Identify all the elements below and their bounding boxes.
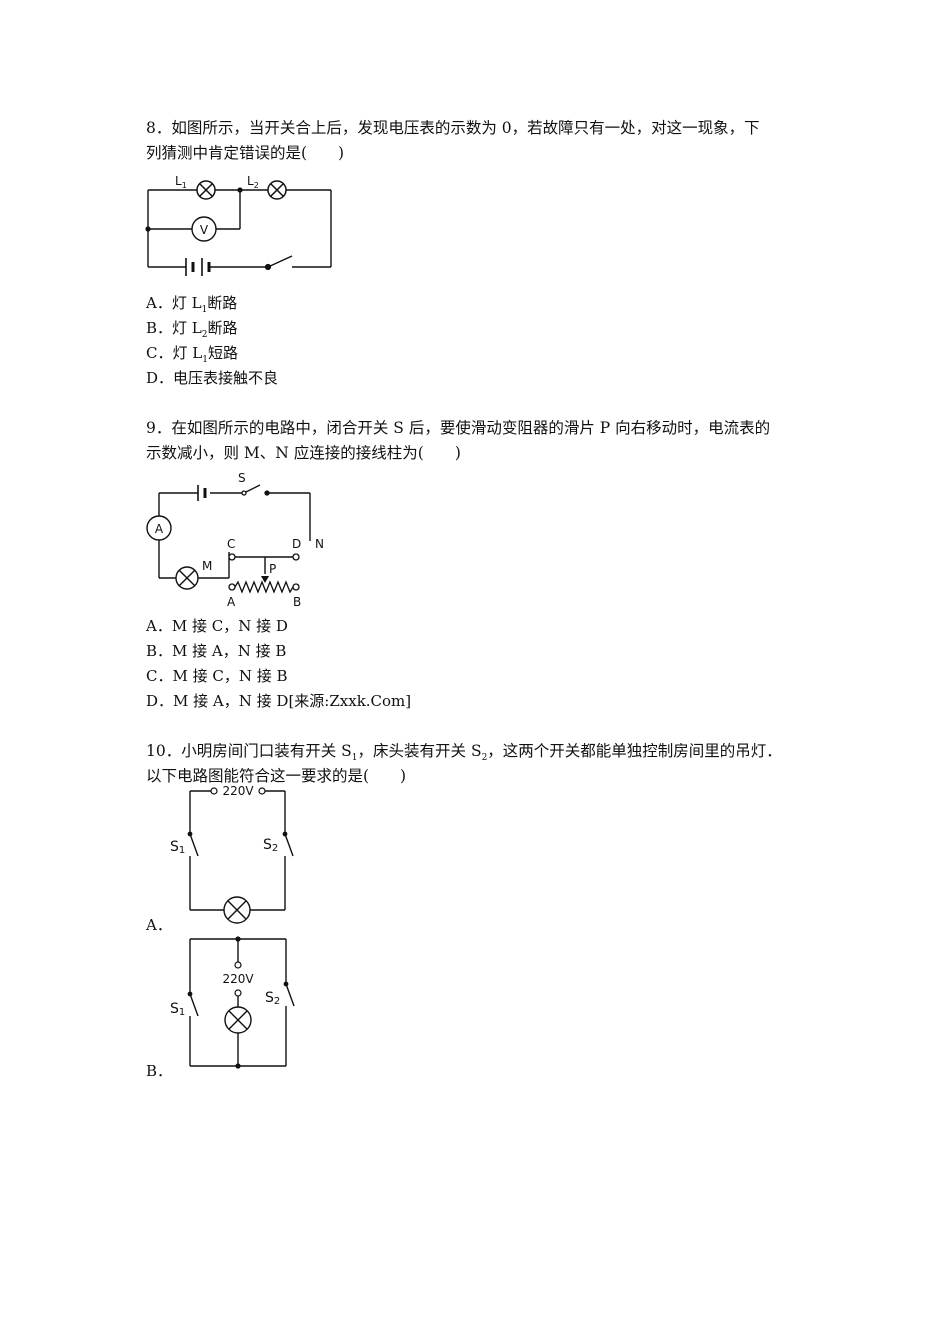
q10b-s2-label: S2 (265, 990, 280, 1007)
q8-l1-label: L1 (175, 174, 187, 190)
q10b-voltage-label: 220V (222, 972, 254, 986)
q10b-s1-label: S1 (170, 1001, 185, 1018)
q9-c-label: C (227, 537, 235, 551)
ammeter-icon: A (146, 515, 172, 541)
q10-stem-line1: 10．小明房间门口装有开关 S1，床头装有开关 S2，这两个开关都能单独控制房间… (146, 742, 782, 764)
lamp-icon (224, 1006, 252, 1034)
switch-s-icon (241, 484, 270, 496)
battery-icon (185, 258, 211, 276)
q9-p-label: P (269, 562, 276, 576)
q9-m-label: M (202, 559, 212, 573)
q9-option-b[interactable]: B．M 接 A，N 接 B (146, 642, 287, 660)
q8-stem-line1: 8．如图所示，当开关合上后，发现电压表的示数为 0，若故障只有一处，对这一现象，… (146, 119, 760, 137)
lamp-l1-icon (196, 180, 216, 200)
q9-stem-line2: 示数减小，则 M、N 应连接的接线柱为( ) (146, 444, 461, 462)
q10-stem-line2: 以下电路图能符合这一要求的是( ) (146, 767, 407, 785)
switch-icon (264, 255, 293, 271)
q8-stem-line2: 列猜测中肯定错误的是( ) (146, 144, 345, 162)
battery-icon (197, 485, 207, 501)
q8-option-c[interactable]: C．灯 L1短路 (146, 344, 238, 365)
q8-option-a[interactable]: A．灯 L1断路 (146, 294, 238, 315)
q9-option-a[interactable]: A．M 接 C，N 接 D (146, 617, 288, 635)
lamp-l2-icon (267, 180, 287, 200)
q10a-voltage-label: 220V (222, 784, 254, 798)
q8-circuit-diagram: L1 L2 V (145, 174, 332, 276)
q10a-s1-label: S1 (170, 839, 185, 856)
q8-option-d[interactable]: D．电压表接触不良 (146, 369, 279, 387)
svg-text:V: V (200, 223, 209, 237)
lamp-icon (175, 566, 199, 590)
q9-d-label: D (292, 537, 301, 551)
slider-p-icon (261, 576, 269, 583)
terminal-c (228, 553, 236, 561)
q10-option-a[interactable]: A． (146, 916, 172, 934)
lamp-icon (223, 896, 251, 924)
q10a-s2-label: S2 (263, 837, 278, 854)
q10-option-b[interactable]: B． (146, 1062, 173, 1080)
q8-l2-label: L2 (247, 174, 259, 190)
q8-option-b[interactable]: B．灯 L2断路 (146, 319, 238, 340)
q9-n-label: N (315, 537, 324, 551)
q9-option-d[interactable]: D．M 接 A，N 接 D[来源:Zxxk.Com] (146, 692, 412, 710)
q10-circuit-a: 220V S1 S2 (170, 784, 294, 924)
q9-s-label: S (238, 471, 246, 485)
q9-option-c[interactable]: C．M 接 C，N 接 B (146, 667, 288, 685)
q9-stem-line1: 9．在如图所示的电路中，闭合开关 S 后，要使滑动变阻器的滑片 P 向右移动时，… (146, 419, 771, 437)
voltmeter-icon: V (191, 216, 217, 242)
q9-b-label: B (293, 595, 301, 609)
svg-text:A: A (155, 522, 164, 536)
rheostat-icon (228, 580, 300, 594)
q9-circuit-diagram: S A M N C D P A B (146, 471, 324, 609)
q9-a-label: A (227, 595, 236, 609)
q10-circuit-b: 220V S1 S2 (170, 936, 295, 1069)
terminal-d (292, 553, 300, 561)
